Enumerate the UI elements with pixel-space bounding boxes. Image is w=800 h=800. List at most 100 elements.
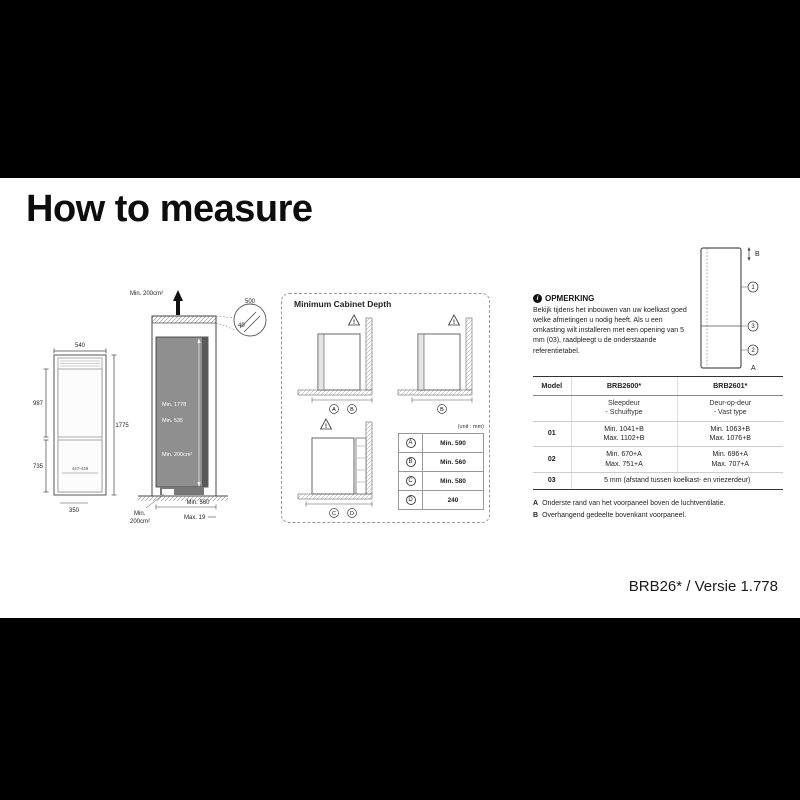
cabinet-depth-diagram-2: ! B <box>397 314 473 414</box>
spec-subheader-row: Sleepdeur- Schuiftype Deur-op-deur- Vast… <box>533 395 783 422</box>
warning-icon <box>319 418 333 430</box>
spec-header-model: Model <box>533 376 571 396</box>
dim-label-width: 540 <box>75 343 86 349</box>
marker-02: 2 <box>741 344 759 356</box>
dim-label-depth: Min. 560 <box>186 500 210 506</box>
floor-line <box>138 495 228 501</box>
cabinet-depth-table: A Min. 590 B Min. 560 C Min. 580 D 240 <box>398 433 484 510</box>
niche-side-view-diagram: Min. 200cm² Min. 1778 Min. 535 Min. 200c <box>130 290 267 525</box>
row-value-c: Min. 580 <box>422 471 484 491</box>
vent-detail-callout: 500 40 <box>215 299 267 337</box>
airflow-up-arrow-icon <box>173 290 183 315</box>
detail-label-40: 40 <box>238 323 245 329</box>
svg-text:1: 1 <box>751 285 755 291</box>
dim-inner-width: 447-449 <box>62 466 98 474</box>
dim-label-total-height: 1775 <box>115 423 129 429</box>
dim-niche-height: Min. 1778 <box>162 338 201 487</box>
mid-vent-label: Min. 200cm² <box>162 452 192 458</box>
cabinet-depth-diagram-1: ! A B <box>297 314 373 414</box>
note-block: i OPMERKING Bekijk tijdens het inbouwen … <box>533 294 693 357</box>
dim-rear-gap: Max. 19 <box>184 515 216 521</box>
spec-cell-span: 5 mm (afstand tussen koelkast- en vrieze… <box>570 472 783 490</box>
cabinet-depth-diagrams: ! A B ! <box>297 314 473 518</box>
svg-text:200cm²: 200cm² <box>130 519 150 525</box>
manual-page: How to measure 540 987 <box>0 178 800 618</box>
svg-text:3: 3 <box>751 324 755 330</box>
minimum-cabinet-depth-box: Minimum Cabinet Depth ! <box>281 293 490 523</box>
bottom-vent-label: Min. 200cm² <box>130 493 165 525</box>
spec-row-label-03: 03 <box>533 472 571 490</box>
diagram3-label-c: C <box>332 511 336 517</box>
svg-text:B: B <box>755 251 760 258</box>
warning-icon <box>447 314 461 326</box>
spec-header-row: Model BRB2600* BRB2601* <box>533 376 783 396</box>
diagram1-label-a: A <box>332 407 336 413</box>
model-version-label: BRB26* / Versie 1.778 <box>628 578 778 595</box>
row-value-d: 240 <box>422 490 484 510</box>
top-vent-label: Min. 200cm² <box>130 291 163 297</box>
warning-icon <box>347 314 361 326</box>
table-row: B Min. 560 <box>398 452 484 472</box>
marker-a: A <box>751 365 756 372</box>
svg-text:!: ! <box>353 320 355 326</box>
dim-label-niche-height: Min. 1778 <box>162 402 186 408</box>
diagram3-label-d: D <box>350 511 354 517</box>
marker-01: 1 <box>741 281 759 293</box>
spec-row-03: 03 5 mm (afstand tussen koelkast- en vri… <box>533 472 783 490</box>
dim-upper-height: 987 <box>33 368 49 438</box>
svg-text:!: ! <box>325 424 327 430</box>
cabinet-depth-title: Minimum Cabinet Depth <box>294 299 392 309</box>
note-header: i OPMERKING <box>533 294 693 303</box>
spec-header-brb2601: BRB2601* <box>676 376 783 396</box>
diagram2-label-b: B <box>440 407 444 413</box>
fridge-body-side <box>155 336 209 495</box>
svg-text:!: ! <box>453 320 455 326</box>
detail-label-500: 500 <box>245 299 256 305</box>
spec-header-brb2600: BRB2600* <box>570 376 677 396</box>
spec-row-label-02: 02 <box>533 446 571 474</box>
row-key-c: C <box>405 476 416 486</box>
row-key-a: A <box>405 438 416 448</box>
dim-label-upper-height: 987 <box>33 401 44 407</box>
dim-label-rear-gap: Max. 19 <box>184 515 206 521</box>
spec-cell-type1: Sleepdeur- Schuiftype <box>570 395 677 422</box>
cabinet-depth-diagram-3: ! C D <box>297 418 373 518</box>
fridge-cabinet-outline <box>53 354 107 496</box>
fridge-front-view-diagram: 540 987 <box>33 343 129 514</box>
row-key-b: B <box>405 457 416 467</box>
info-icon: i <box>533 294 542 303</box>
dim-depth: Min. 560 <box>155 500 217 510</box>
note-title: OPMERKING <box>545 294 595 303</box>
page-title: How to measure <box>26 188 313 230</box>
svg-text:2: 2 <box>751 348 755 354</box>
table-row: A Min. 590 <box>398 433 484 453</box>
table-row: D 240 <box>398 490 484 510</box>
svg-text:Min.: Min. <box>134 511 146 517</box>
note-body: Bekijk tijdens het inbouwen van uw koelk… <box>533 307 687 355</box>
dim-label-niche-depth: Min. 535 <box>162 418 183 424</box>
spec-table: Model BRB2600* BRB2601* Sleepdeur- Schui… <box>533 376 783 490</box>
dim-lower-height: 735 <box>33 439 49 493</box>
dim-total-height: 1775 <box>111 354 129 496</box>
row-value-a: Min. 590 <box>422 433 484 453</box>
row-key-d: D <box>405 495 416 505</box>
dim-label-inner-width: 447-449 <box>72 466 89 471</box>
dim-base: 350 <box>60 502 88 514</box>
dim-label-base: 350 <box>69 508 80 514</box>
marker-b: B <box>747 247 760 261</box>
spec-row-label-01: 01 <box>533 421 571 448</box>
spec-cell-empty <box>533 395 571 422</box>
top-slab <box>151 315 217 324</box>
row-value-b: Min. 560 <box>422 452 484 472</box>
table-row: C Min. 580 <box>398 471 484 491</box>
unit-note: (unit : mm) <box>457 424 484 430</box>
diagram1-label-b: B <box>350 407 354 413</box>
